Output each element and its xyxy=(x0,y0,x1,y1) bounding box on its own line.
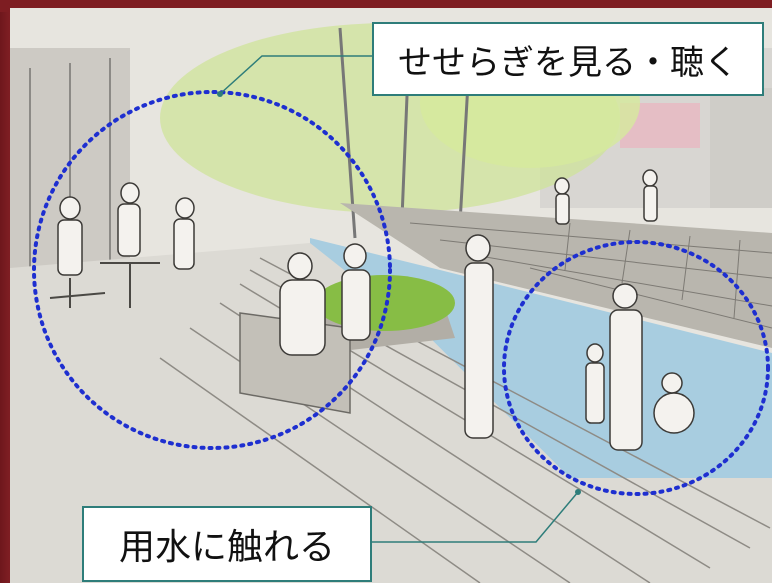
callout-listen-stream: せせらぎを見る・聴く xyxy=(372,22,764,96)
planter-greenery xyxy=(315,275,455,331)
callout-touch-water: 用水に触れる xyxy=(82,506,372,582)
right-building xyxy=(710,88,772,208)
